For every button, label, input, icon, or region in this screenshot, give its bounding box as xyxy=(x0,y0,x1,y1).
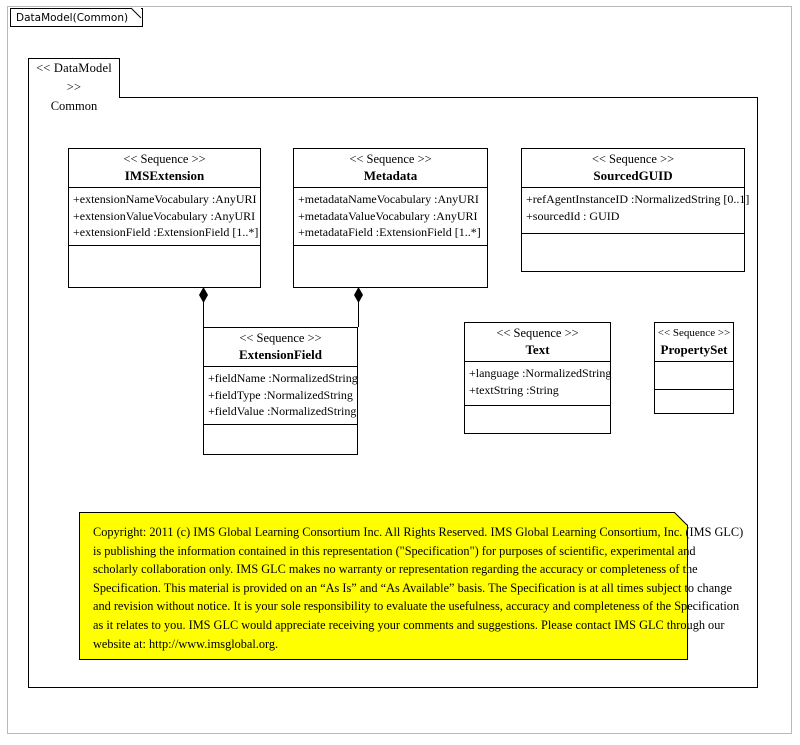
class-attributes-propertyset xyxy=(655,362,733,390)
class-stereotype: << Sequence >> xyxy=(657,327,731,339)
note-line: Copyright: 2011 (c) IMS Global Learning … xyxy=(93,525,744,539)
class-operations-text xyxy=(465,406,610,430)
class-attribute: +extensionField :ExtensionField [1..*] xyxy=(73,225,259,239)
class-operations-sourcedguid xyxy=(522,234,744,262)
class-header-sourcedguid: << Sequence >> SourcedGUID xyxy=(522,149,744,188)
class-header-text: << Sequence >> Text xyxy=(465,323,610,362)
class-header-imsextension: << Sequence >> IMSExtension xyxy=(69,149,260,188)
class-name: PropertySet xyxy=(660,342,728,357)
class-attribute: +metadataNameVocabulary :AnyURI xyxy=(298,192,479,206)
class-stereotype: << Sequence >> xyxy=(239,331,322,345)
class-box-extensionfield[interactable]: << Sequence >> ExtensionField +fieldName… xyxy=(203,327,358,455)
class-stereotype: << Sequence >> xyxy=(591,152,675,166)
class-name: Text xyxy=(525,342,550,357)
class-attribute: +language :NormalizedString xyxy=(469,366,612,380)
class-name: SourcedGUID xyxy=(593,168,673,183)
note-line: scholarly collaboration only. IMS GLC ma… xyxy=(93,562,698,577)
class-attribute: +sourcedId : GUID xyxy=(526,208,620,223)
class-header-extensionfield: << Sequence >> ExtensionField xyxy=(204,328,357,367)
class-operations-propertyset xyxy=(655,390,733,416)
class-attribute: +fieldType :NormalizedString xyxy=(208,387,353,402)
class-box-propertyset[interactable]: << Sequence >> PropertySet xyxy=(654,322,734,414)
class-attribute: +metadataValueVocabulary :AnyURI xyxy=(298,208,478,223)
class-attribute: +fieldName :NormalizedString xyxy=(208,371,358,385)
class-header-metadata: << Sequence >> Metadata xyxy=(294,149,487,188)
package-tab[interactable]: << DataModel >> Common xyxy=(28,58,120,113)
class-attributes-extensionfield: +fieldName :NormalizedString +fieldType … xyxy=(204,367,358,425)
class-box-text[interactable]: << Sequence >> Text +language :Normalize… xyxy=(464,322,611,434)
composition-line-imsextension-extensionfield xyxy=(203,287,204,327)
note-line: Specification. This material is provided… xyxy=(93,580,732,595)
diagram-title-label: DataModel(Common) xyxy=(16,12,129,24)
class-name: ExtensionField xyxy=(238,347,323,362)
composition-diamond-metadata xyxy=(354,287,363,303)
class-header-propertyset: << Sequence >> PropertySet xyxy=(655,323,733,362)
class-attribute: +metadataField :ExtensionField [1..*] xyxy=(298,225,481,239)
class-box-metadata[interactable]: << Sequence >> Metadata +metadataNameVoc… xyxy=(293,148,488,288)
class-box-imsextension[interactable]: << Sequence >> IMSExtension +extensionNa… xyxy=(68,148,261,288)
package-stereotype: << DataModel >> xyxy=(36,61,112,94)
diagram-title-tab[interactable]: DataModel(Common) xyxy=(10,7,144,27)
class-operations-extensionfield xyxy=(204,425,357,453)
note-line: website at: http://www.imsglobal.org. xyxy=(93,636,279,651)
class-name: Metadata xyxy=(363,168,418,183)
package-name: Common xyxy=(50,99,98,113)
class-attributes-metadata: +metadataNameVocabulary :AnyURI +metadat… xyxy=(294,188,487,246)
class-attribute: +extensionNameVocabulary :AnyURI xyxy=(73,192,257,206)
class-name: IMSExtension xyxy=(124,168,205,183)
class-operations-metadata xyxy=(294,246,487,268)
class-attribute: +extensionValueVocabulary :AnyURI xyxy=(73,208,256,223)
class-attributes-text: +language :NormalizedString +textString … xyxy=(465,362,612,406)
class-operations-imsextension xyxy=(69,246,260,268)
class-box-sourcedguid[interactable]: << Sequence >> SourcedGUID +refAgentInst… xyxy=(521,148,750,272)
class-attribute: +textString :String xyxy=(469,382,559,397)
class-stereotype: << Sequence >> xyxy=(123,152,206,166)
composition-diamond-imsextension xyxy=(199,287,208,303)
tab-corner-fold-icon xyxy=(130,7,144,21)
note-line: and revision without notice. It is your … xyxy=(93,599,740,614)
note-fold-edge-icon xyxy=(674,512,688,526)
class-attributes-imsextension: +extensionNameVocabulary :AnyURI +extens… xyxy=(69,188,260,246)
class-stereotype: << Sequence >> xyxy=(349,152,432,166)
note-line: is publishing the information contained … xyxy=(93,543,696,558)
class-stereotype: << Sequence >> xyxy=(496,326,579,340)
composition-line-metadata-extensionfield xyxy=(358,287,359,327)
copyright-note[interactable]: Copyright: 2011 (c) IMS Global Learning … xyxy=(79,512,744,660)
class-attribute: +fieldValue :NormalizedString xyxy=(208,404,357,418)
class-attribute: +refAgentInstanceID :NormalizedString [0… xyxy=(526,192,750,206)
class-attributes-sourcedguid: +refAgentInstanceID :NormalizedString [0… xyxy=(522,188,750,234)
note-line: as it relates to you. IMS GLC would appr… xyxy=(93,617,725,632)
